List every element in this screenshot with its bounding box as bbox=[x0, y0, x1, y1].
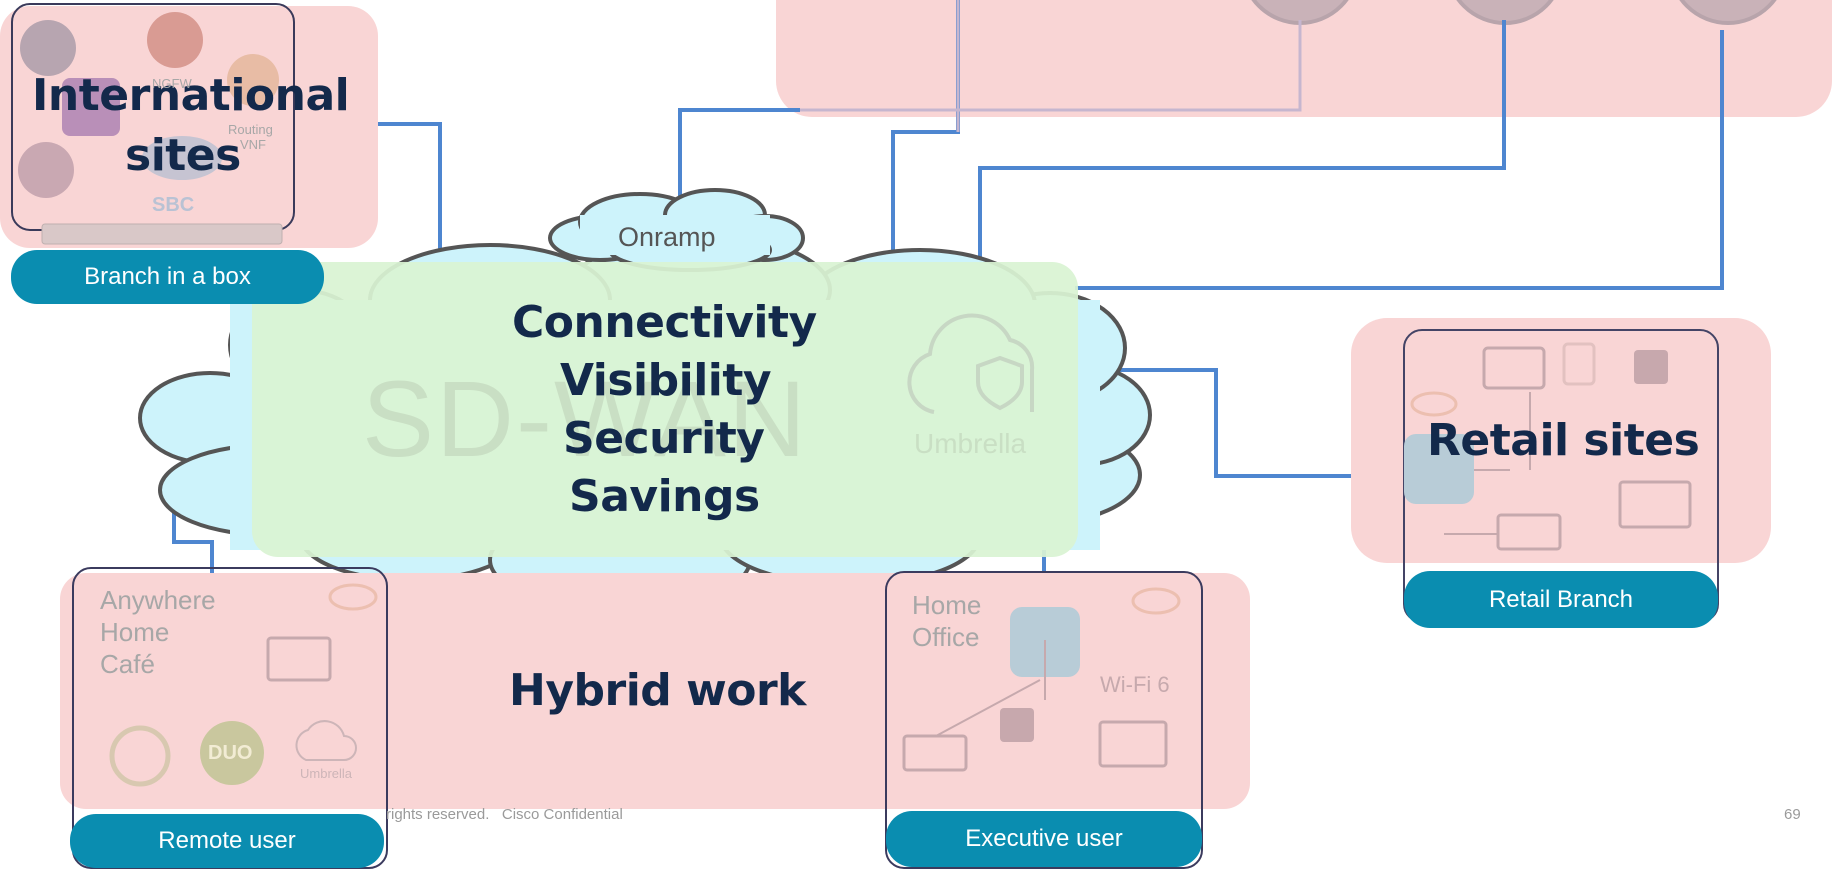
executive-box bbox=[885, 571, 1203, 869]
executive-user-pill: Executive user bbox=[886, 811, 1202, 867]
branch-in-a-box-pill: Branch in a box bbox=[11, 250, 324, 304]
onramp-label: Onramp bbox=[618, 222, 716, 252]
sbc-icon bbox=[142, 136, 222, 180]
executive-line-office: Office bbox=[912, 622, 980, 652]
umbrella-shield bbox=[976, 355, 1024, 411]
home-icon bbox=[20, 20, 76, 76]
duo-text: DUO bbox=[208, 742, 253, 764]
phone-icon bbox=[1634, 350, 1668, 384]
sdwan-label: SD-WAN bbox=[362, 358, 808, 479]
laptop-phone-tablet-icon bbox=[1098, 720, 1168, 768]
eye-icon bbox=[1410, 391, 1458, 417]
vnf-label: VNF bbox=[240, 137, 266, 152]
hybrid-region bbox=[60, 573, 1250, 809]
benefits-panel bbox=[252, 262, 1078, 557]
phone-icon bbox=[1562, 342, 1596, 386]
shield-router-icon bbox=[1404, 434, 1474, 504]
sbc-label: SBC bbox=[152, 194, 195, 216]
ngfw-label: NGFW bbox=[152, 76, 192, 91]
remote-line-home: Home bbox=[100, 617, 170, 647]
footer-confidential: rights reserved. Cisco Confidential bbox=[386, 806, 623, 823]
umbrella-label: Umbrella bbox=[914, 428, 1027, 459]
top-right-region bbox=[776, 0, 1832, 117]
laptop-icon bbox=[18, 142, 74, 198]
benefit-visibility: Visibility bbox=[560, 355, 772, 406]
remote-user-pill: Remote user bbox=[70, 814, 384, 868]
webex-logo-icon bbox=[109, 725, 171, 787]
wifi6-label: Wi-Fi 6 bbox=[1100, 672, 1170, 697]
remote-umbrella-text: Umbrella bbox=[300, 766, 353, 781]
faint-connector-lines bbox=[800, 0, 1302, 132]
monitor-icon bbox=[902, 734, 968, 772]
printer-icon bbox=[1482, 346, 1546, 390]
top-node-3 bbox=[1679, 0, 1777, 25]
international-title-line2: sites bbox=[125, 130, 241, 181]
rack-server-icon bbox=[41, 223, 283, 245]
routing-label: Routing bbox=[228, 122, 273, 137]
umbrella-cloud-outline bbox=[907, 313, 1035, 414]
monitor-icon bbox=[1496, 513, 1562, 551]
retail-branch-pill: Retail Branch bbox=[1404, 571, 1718, 628]
firewall-icon bbox=[147, 12, 203, 68]
executive-faint-lines bbox=[935, 640, 1046, 737]
cloud-shield-icon bbox=[295, 720, 357, 761]
phone-icon bbox=[1000, 708, 1034, 742]
eye-icon bbox=[328, 583, 378, 611]
page-number: 69 bbox=[1784, 806, 1801, 823]
eye-icon bbox=[1131, 587, 1181, 615]
remote-box bbox=[72, 567, 388, 869]
hybrid-title: Hybrid work bbox=[509, 665, 806, 716]
laptop-icon bbox=[62, 78, 120, 136]
laptop-phone-tablet-icon bbox=[266, 636, 332, 682]
international-region bbox=[0, 6, 378, 248]
benefit-connectivity: Connectivity bbox=[512, 297, 817, 348]
retail-faint-lines bbox=[1444, 392, 1531, 535]
remote-line-anywhere: Anywhere bbox=[100, 585, 216, 615]
laptop-phone-tablet-icon bbox=[1618, 480, 1692, 529]
executive-line-home: Home bbox=[912, 590, 982, 620]
duo-logo-icon bbox=[200, 721, 264, 785]
retail-title: Retail sites bbox=[1427, 415, 1700, 466]
remote-line-cafe: Café bbox=[100, 649, 155, 679]
benefit-savings: Savings bbox=[569, 471, 760, 522]
router-icon bbox=[227, 54, 279, 106]
benefit-security: Security bbox=[563, 413, 765, 464]
international-title-line1: International bbox=[32, 70, 350, 121]
onramp-interior bbox=[580, 215, 770, 255]
